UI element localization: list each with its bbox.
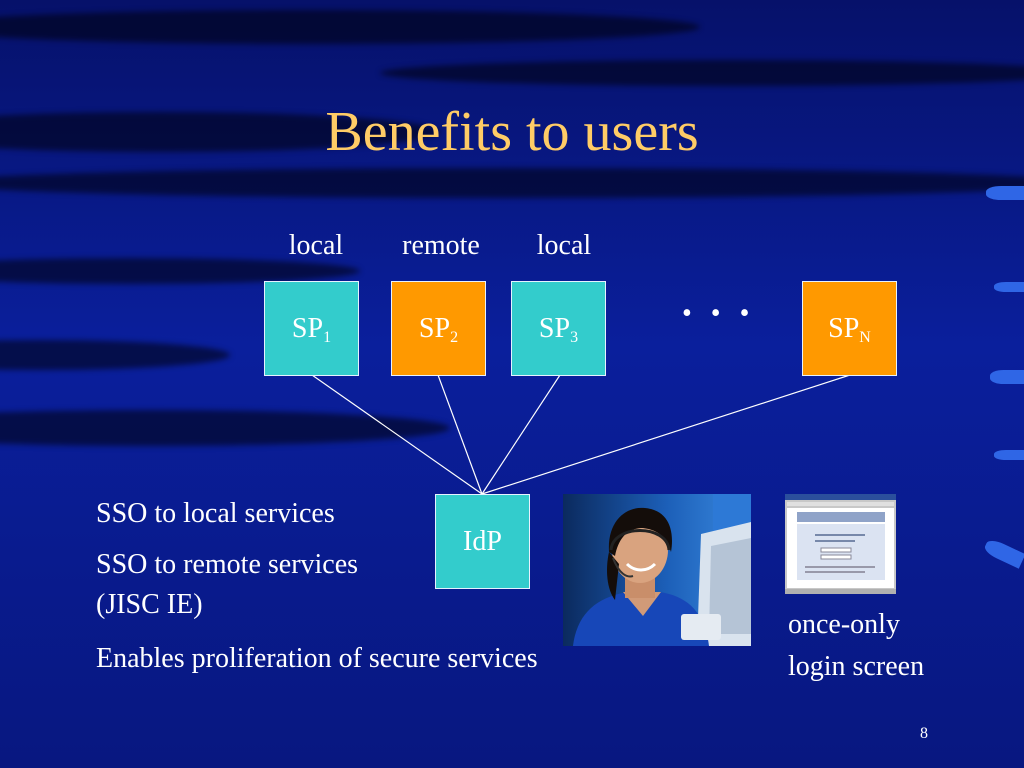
- edge-accent: [994, 450, 1024, 460]
- background-streak: [0, 10, 700, 44]
- spn-label: SPN: [828, 312, 871, 346]
- sp2-subscript: 2: [450, 328, 459, 346]
- sp1-base: SP: [291, 312, 324, 344]
- sp3-subscript: 3: [570, 328, 579, 346]
- label-local-sp1: local: [288, 230, 344, 261]
- spn-base: SP: [828, 312, 860, 344]
- connector-sp1-idp: [311, 374, 483, 495]
- sp1-box: SP1: [264, 281, 359, 376]
- edge-accent: [990, 370, 1024, 384]
- idp-label: IdP: [463, 525, 502, 557]
- login-screen-thumbnail: [785, 494, 896, 594]
- bullet-jisc-ie: (JISC IE): [96, 589, 203, 620]
- idp-box: IdP: [435, 494, 530, 589]
- bullet-sso-remote: SSO to remote services: [96, 549, 359, 580]
- sp3-box: SP3: [511, 281, 606, 376]
- sp1-subscript: 1: [323, 328, 332, 346]
- slide-title: Benefits to users: [325, 101, 699, 163]
- page-number: 8: [920, 725, 928, 742]
- background-streak: [0, 112, 440, 152]
- spn-box: SPN: [802, 281, 897, 376]
- caption-once-only: once-only: [788, 609, 900, 640]
- sp1-label: SP1: [291, 312, 332, 346]
- edge-accent: [986, 186, 1024, 200]
- background-streak: [0, 258, 360, 284]
- ellipsis: • • •: [682, 298, 756, 329]
- sp2-base: SP: [418, 312, 451, 344]
- sp3-base: SP: [538, 312, 571, 344]
- bullet-proliferation: Enables proliferation of secure services: [96, 643, 538, 674]
- caption-login-screen: login screen: [788, 651, 925, 682]
- connector-sp2-idp: [437, 374, 483, 495]
- user-photo: [563, 494, 751, 646]
- sp3-label: SP3: [538, 312, 579, 346]
- connector-spn-idp: [481, 374, 851, 495]
- spn-subscript: N: [859, 328, 871, 346]
- background-streak: [0, 168, 1024, 198]
- sp2-box: SP2: [391, 281, 486, 376]
- label-local-sp3: local: [536, 230, 592, 261]
- connector-sp3-idp: [481, 374, 561, 495]
- background-streak: [380, 60, 1024, 86]
- label-remote-sp2: remote: [402, 230, 480, 261]
- edge-accent: [994, 282, 1024, 292]
- bullet-sso-local: SSO to local services: [96, 498, 335, 529]
- sp2-label: SP2: [418, 312, 459, 346]
